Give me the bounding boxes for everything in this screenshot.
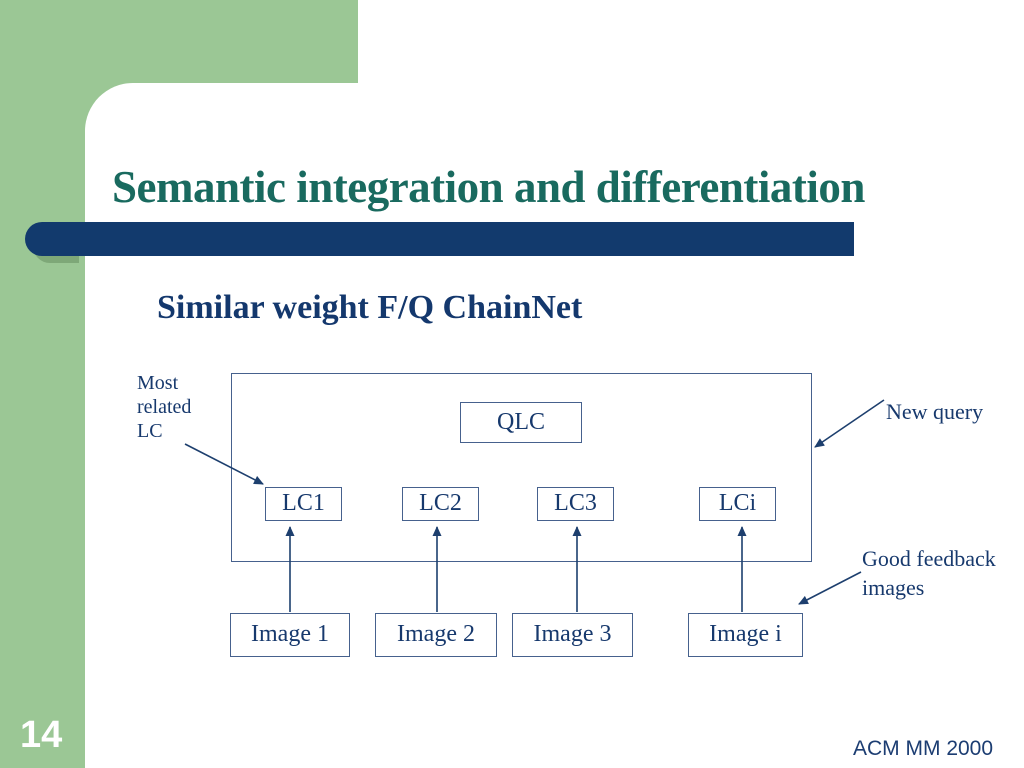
new-query-label: New query bbox=[886, 399, 984, 424]
footer-conference: ACM MM 2000 bbox=[853, 737, 994, 760]
lc2-box: LC2 bbox=[402, 487, 479, 521]
most-related-lc-label: Most related LC bbox=[137, 372, 192, 442]
top-right-white-area bbox=[358, 0, 1024, 83]
page-number: 14 bbox=[20, 714, 63, 756]
image1-box: Image 1 bbox=[230, 613, 350, 657]
imagei-box: Image i bbox=[688, 613, 803, 657]
lci-box: LCi bbox=[699, 487, 776, 521]
accent-bar bbox=[25, 222, 854, 256]
image3-box: Image 3 bbox=[512, 613, 633, 657]
good-feedback-label: Good feedback images bbox=[862, 546, 996, 600]
lc1-box: LC1 bbox=[265, 487, 342, 521]
slide-title: Semantic integration and differentiation bbox=[112, 162, 865, 212]
qlc-box: QLC bbox=[460, 402, 582, 443]
lc3-box: LC3 bbox=[537, 487, 614, 521]
image2-box: Image 2 bbox=[375, 613, 497, 657]
slide-subtitle: Similar weight F/Q ChainNet bbox=[157, 289, 583, 326]
